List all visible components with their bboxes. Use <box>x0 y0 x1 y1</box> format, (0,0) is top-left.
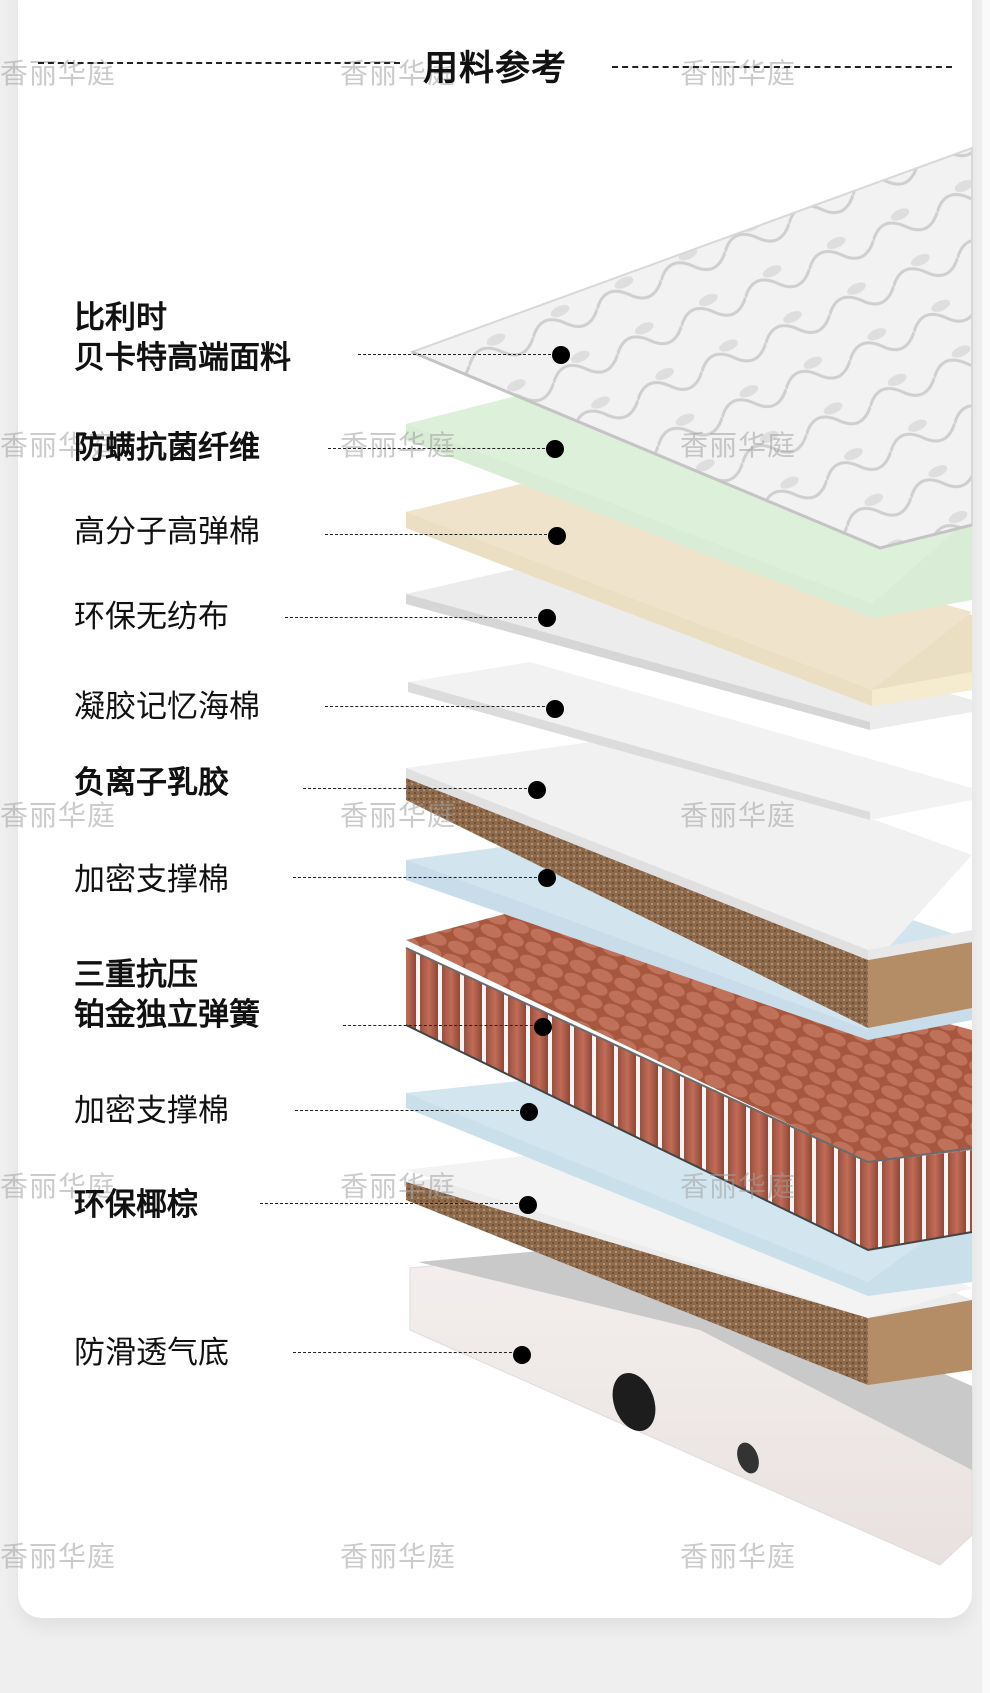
page-edge <box>982 0 990 1693</box>
watermark: 香丽华庭 <box>680 429 797 462</box>
leader-line <box>295 1110 529 1111</box>
layer-label-top-fabric: 比利时 贝卡特高端面料 <box>74 298 291 378</box>
marker-dot <box>546 440 564 458</box>
marker-dot <box>548 527 566 545</box>
watermark: 香丽华庭 <box>680 1540 797 1573</box>
marker-dot <box>552 346 570 364</box>
layer-hr-foam-shape <box>406 484 972 706</box>
marker-dot <box>513 1346 531 1364</box>
watermark: 香丽华庭 <box>680 57 797 90</box>
marker-dot <box>546 700 564 718</box>
layer-label-springs: 三重抗压 铂金独立弹簧 <box>74 955 260 1035</box>
brand-badge-icon <box>612 1372 656 1432</box>
watermark: 香丽华庭 <box>0 1170 117 1203</box>
layer-label-nonwoven: 环保无纺布 <box>74 599 229 635</box>
layer-label-support-foam-top: 加密支撑棉 <box>74 862 229 898</box>
layer-latex-shape <box>406 735 972 1028</box>
watermark: 香丽华庭 <box>340 799 457 832</box>
layer-label-memory-foam: 凝胶记忆海棉 <box>74 689 260 725</box>
leader-line <box>293 1352 522 1353</box>
layer-label-support-foam-bottom: 加密支撑棉 <box>74 1093 229 1129</box>
watermark: 香丽华庭 <box>340 1170 457 1203</box>
watermark: 香丽华庭 <box>340 429 457 462</box>
marker-dot <box>528 781 546 799</box>
leader-line <box>285 617 547 618</box>
label-line: 比利时 <box>74 300 167 336</box>
watermark: 香丽华庭 <box>0 1540 117 1573</box>
layer-label-coir: 环保椰棕 <box>74 1187 198 1223</box>
label-line: 三重抗压 <box>74 957 198 993</box>
leader-line <box>328 448 555 449</box>
marker-dot <box>538 609 556 627</box>
leader-line <box>325 706 555 707</box>
marker-dot <box>520 1103 538 1121</box>
leader-line <box>325 534 557 535</box>
layer-label-fiber: 防螨抗菌纤维 <box>74 430 260 466</box>
leader-line <box>343 1025 543 1026</box>
title-dash-left <box>38 62 400 64</box>
layer-label-hr-foam: 高分子高弹棉 <box>74 514 260 550</box>
marker-dot <box>519 1196 537 1214</box>
leader-line <box>358 354 561 355</box>
flag-badge-icon <box>737 1442 759 1474</box>
title-dash-right <box>612 66 952 68</box>
watermark: 香丽华庭 <box>0 799 117 832</box>
label-line: 铂金独立弹簧 <box>74 997 260 1033</box>
layer-top-fabric-shape <box>409 146 973 550</box>
watermark: 香丽华庭 <box>340 1540 457 1573</box>
label-line: 贝卡特高端面料 <box>74 340 291 376</box>
layer-coir-bottom-shape <box>406 1142 972 1385</box>
watermark: 香丽华庭 <box>0 429 117 462</box>
marker-dot <box>534 1018 552 1036</box>
marker-dot <box>538 869 556 887</box>
watermark: 香丽华庭 <box>680 1170 797 1203</box>
layer-label-base: 防滑透气底 <box>74 1335 229 1371</box>
leader-line <box>293 877 547 878</box>
layer-label-latex: 负离子乳胶 <box>74 765 229 801</box>
leader-line <box>303 788 537 789</box>
section-title: 用料参考 <box>422 49 567 89</box>
leader-line <box>260 1203 528 1204</box>
watermark: 香丽华庭 <box>680 799 797 832</box>
